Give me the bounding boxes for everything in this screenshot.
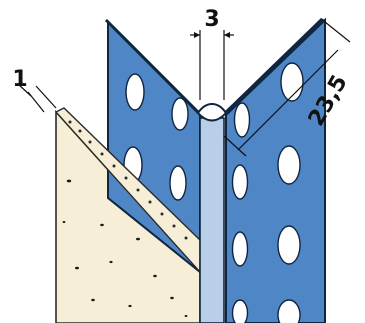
flange-rivet-dots: [68, 120, 188, 240]
flange-label: 1: [12, 67, 27, 92]
dimension-nose-gap: [190, 30, 234, 100]
left-wing-holes: [123, 73, 189, 201]
right-wing-top-face: [224, 18, 325, 115]
profile-left-wing: [107, 19, 201, 275]
dimension-flange: [17, 83, 57, 113]
profile-nose: [196, 102, 228, 323]
right-wing-holes: [231, 62, 304, 323]
left-wing-top-edge: [104, 18, 200, 114]
plaster-texture-dots: [62, 179, 188, 317]
nose-round: [196, 102, 228, 122]
center-strip: [199, 117, 225, 323]
dimension-wing-width: [223, 21, 351, 157]
profile-right-wing: [224, 17, 326, 323]
nose-gap-label: 3: [204, 7, 219, 32]
